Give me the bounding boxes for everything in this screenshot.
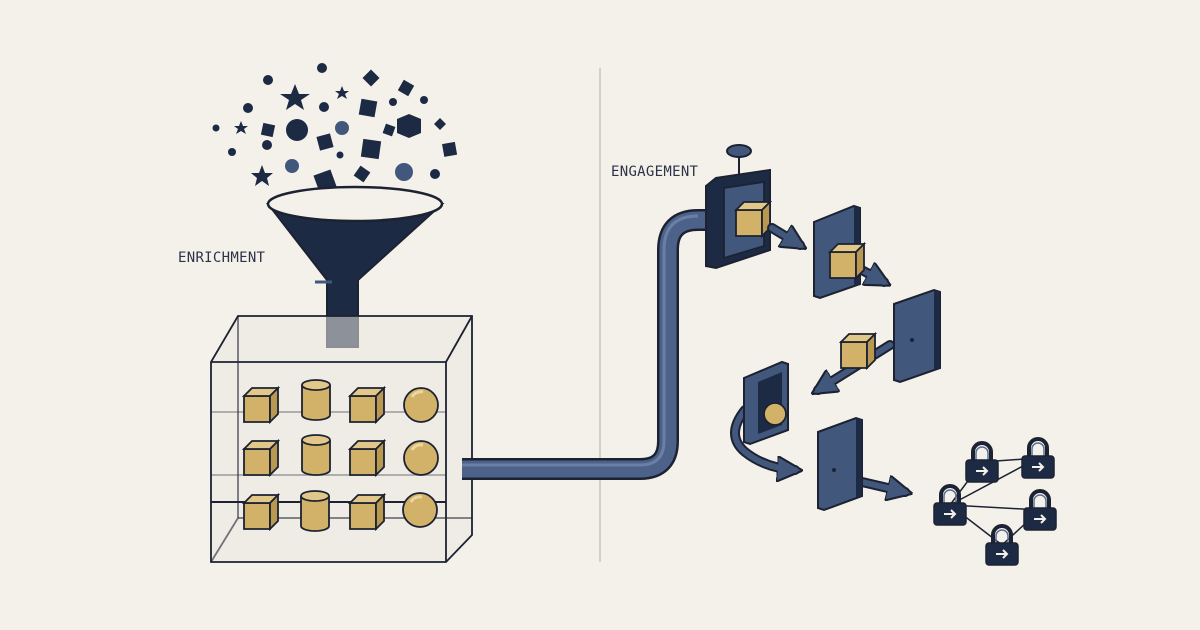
padlock-icon	[932, 484, 968, 527]
engagement-label: ENGAGEMENT	[611, 164, 699, 180]
door-gate-icon	[743, 360, 789, 446]
pipe-icon	[462, 209, 722, 480]
enrichment-label: ENRICHMENT	[178, 250, 266, 266]
padlock-icon	[964, 441, 1000, 484]
funnel-icon	[265, 185, 445, 348]
padlock-icon	[1022, 489, 1058, 532]
door-gate-icon	[813, 204, 865, 300]
door-gate-icon	[840, 288, 941, 384]
padlock-icon	[1020, 437, 1056, 480]
lock-network	[932, 437, 1058, 567]
engagement-machine-icon	[705, 144, 771, 270]
door-gate-icon	[817, 416, 863, 512]
padlock-icon	[984, 524, 1020, 567]
